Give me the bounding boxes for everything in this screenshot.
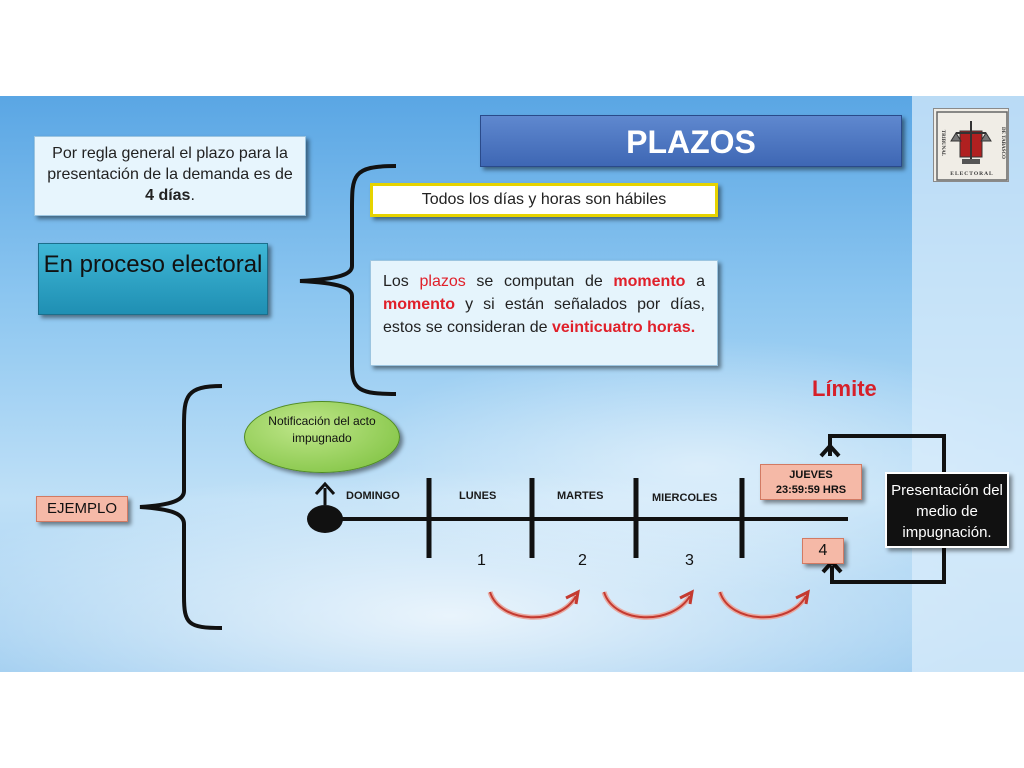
intro-note: Por regla general el plazo para la prese… — [34, 136, 306, 216]
day-label: DOMINGO — [346, 490, 400, 502]
curved-arrow — [489, 591, 577, 619]
day-label: MIERCOLES — [652, 492, 718, 504]
proceso-electoral-box: En proceso electoral — [38, 243, 268, 315]
svg-text:TRIBUNAL: TRIBUNAL — [940, 130, 945, 157]
notif-arrow-head — [314, 481, 336, 496]
presentacion-box: Presentación del medio de impugnación. — [885, 472, 1009, 548]
slide-title: PLAZOS — [480, 115, 902, 167]
highlight-momento: momento — [383, 296, 455, 313]
svg-text:ELECTORAL: ELECTORAL — [950, 171, 993, 177]
intro-text-end: . — [190, 187, 195, 204]
highlight-veinticuatro: veinticuatro horas. — [552, 319, 696, 336]
diagram-lines — [139, 164, 946, 630]
jueves-time: 23:59:59 HRS — [775, 484, 847, 496]
computan-box: Los plazos se computan de momento a mome… — [370, 260, 718, 366]
ejemplo-label: EJEMPLO — [36, 496, 128, 522]
curved-arrow-head — [679, 589, 694, 605]
day-four-badge: 4 — [802, 538, 844, 564]
background-stripe — [912, 96, 1024, 672]
tribunal-logo: ELECTORAL TRIBUNAL DE TABASCO — [933, 108, 1009, 182]
curved-arrow — [487, 591, 579, 620]
jueves-deadline: JUEVES 23:59:59 HRS — [760, 464, 862, 500]
limite-label: Límite — [812, 376, 877, 401]
habiles-box: Todos los días y horas son hábiles — [370, 183, 718, 217]
highlight-momento: momento — [613, 273, 686, 290]
timeline-start-dot — [307, 505, 343, 533]
brace-top — [299, 164, 397, 396]
curved-arrow — [719, 591, 807, 619]
slide: PLAZOS ELECTORAL TRIBUNAL DE TABASCO Por… — [0, 96, 1024, 672]
svg-text:DE TABASCO: DE TABASCO — [1000, 127, 1005, 159]
brace-bottom — [139, 384, 223, 630]
day-number: 1 — [477, 552, 486, 569]
scales-of-justice-icon: ELECTORAL TRIBUNAL DE TABASCO — [936, 111, 1008, 181]
notificacion-bubble: Notificación del acto impugnado — [244, 401, 400, 473]
loop-arrow-head-top — [819, 443, 841, 458]
day-number: 2 — [578, 552, 587, 569]
curved-arrow — [603, 591, 691, 619]
curved-arrow — [601, 591, 693, 620]
day-number: 3 — [685, 552, 694, 569]
curved-arrow — [717, 591, 809, 620]
jueves-day: JUEVES — [789, 469, 833, 481]
curved-arrow-head — [565, 589, 580, 605]
intro-bold: 4 días — [145, 187, 191, 204]
highlight-plazos: plazos — [419, 273, 466, 290]
day-label: MARTES — [557, 490, 604, 502]
day-label: LUNES — [459, 490, 497, 502]
intro-text: Por regla general el plazo para la prese… — [47, 145, 293, 183]
curved-arrow-head — [795, 589, 810, 605]
